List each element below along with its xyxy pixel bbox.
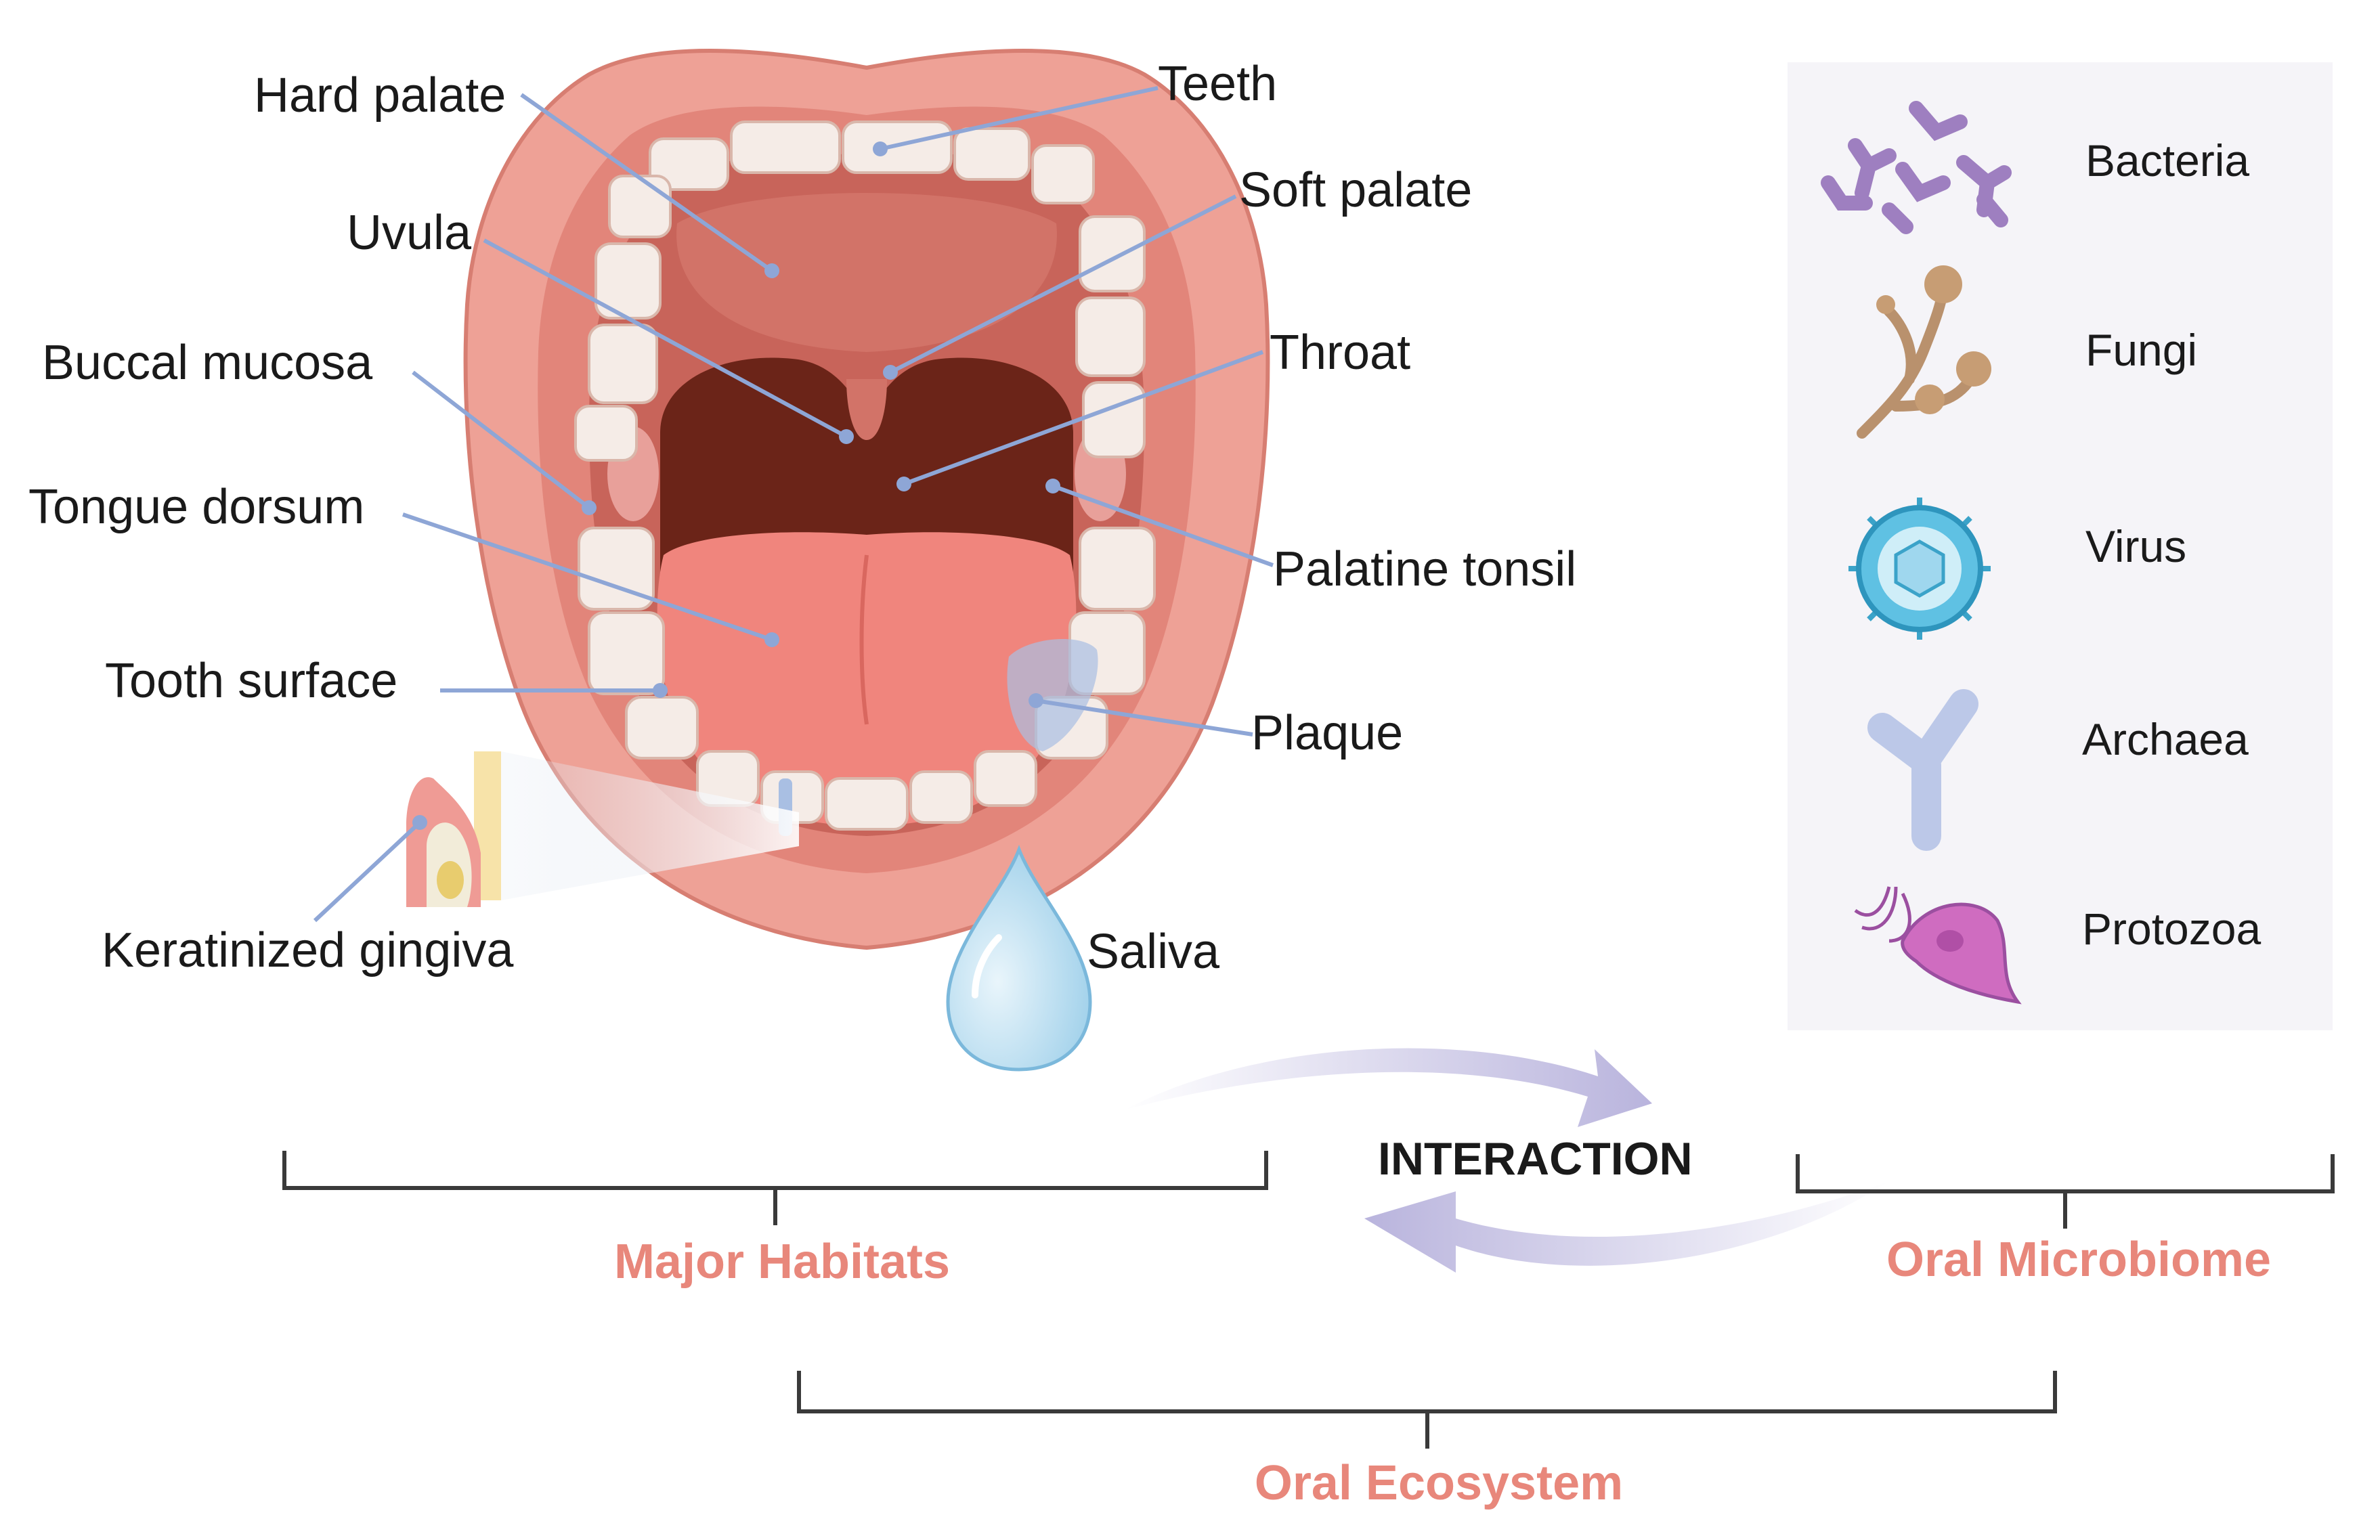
label-plaque: Plaque: [1251, 706, 1403, 760]
major-habitats-label: Major Habitats: [614, 1235, 950, 1289]
habitats-bracket: [282, 1151, 1268, 1225]
interaction-arrow-bottom: [1364, 1181, 1889, 1273]
fungi-icon: [1857, 265, 1991, 439]
label-buccal-mucosa: Buccal mucosa: [42, 336, 373, 390]
leader-lines: [313, 86, 1274, 923]
label-soft-palate: Soft palate: [1239, 163, 1472, 217]
ecosystem-bracket: [797, 1371, 2057, 1449]
label-teeth: Teeth: [1158, 57, 1277, 111]
bacteria-icon: [1821, 101, 2012, 234]
drop-highlight: [972, 934, 1002, 998]
tongue-shape: [657, 532, 1077, 826]
microbe-label-virus: Virus: [2085, 521, 2186, 571]
interaction-label: INTERACTION: [1378, 1133, 1693, 1185]
label-throat: Throat: [1270, 326, 1410, 380]
mouth-illustration: [463, 49, 1270, 950]
plaque-patch: [1007, 638, 1098, 751]
label-keratinized-gingiva: Keratinized gingiva: [102, 923, 514, 977]
upper-teeth: [574, 120, 1146, 462]
microbe-label-fungi: Fungi: [2085, 325, 2197, 375]
uvula-shape: [846, 379, 887, 440]
throat-opening: [660, 357, 1073, 582]
microbe-label-protozoa: Protozoa: [2082, 904, 2261, 954]
label-palatine-tonsil: Palatine tonsil: [1273, 542, 1576, 596]
gingiva-inset: [406, 751, 501, 907]
oral-microbiome-label: Oral Microbiome: [1886, 1233, 2271, 1287]
archaea-icon: [1867, 689, 1978, 851]
label-hard-palate: Hard palate: [254, 68, 506, 123]
oral-ecosystem-label: Oral Ecosystem: [1255, 1456, 1623, 1510]
microbe-label-bacteria: Bacteria: [2085, 135, 2249, 185]
saliva-drop: [946, 845, 1092, 1072]
protozoa-icon: [1854, 886, 2022, 1005]
interaction-arrow-top: [1124, 1048, 1652, 1127]
label-tooth-surface: Tooth surface: [105, 654, 397, 708]
tongue-groove: [859, 554, 869, 725]
label-tongue-dorsum: Tongue dorsum: [28, 480, 364, 534]
label-saliva: Saliva: [1087, 925, 1220, 979]
microbiome-bracket: [1796, 1154, 2335, 1229]
label-uvula: Uvula: [347, 206, 472, 260]
hard-palate-area: [676, 193, 1057, 352]
magnify-beam: [501, 751, 799, 900]
virus-icon: [1848, 498, 1991, 640]
microbe-label-archaea: Archaea: [2082, 714, 2249, 764]
